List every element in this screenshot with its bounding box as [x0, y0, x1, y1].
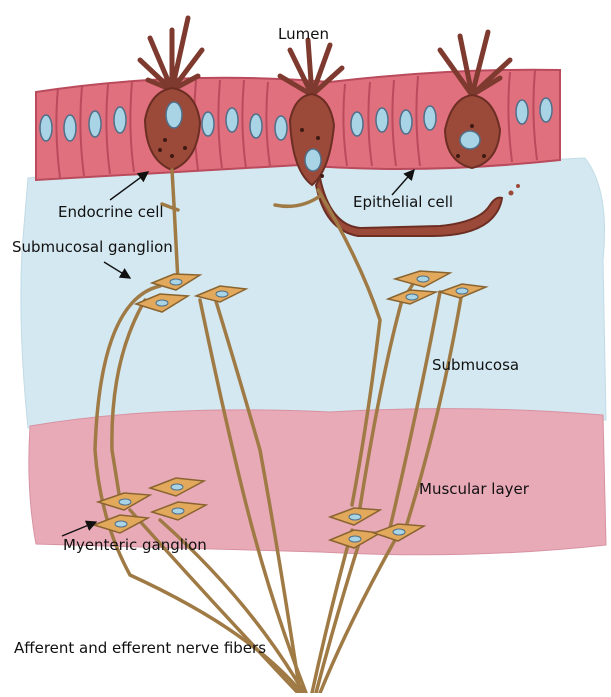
- epithelial-cell-label: Epithelial cell: [353, 195, 453, 210]
- submucosal-ganglion-label: Submucosal ganglion: [12, 240, 173, 255]
- nerve-fibers-label: Afferent and efferent nerve fibers: [14, 641, 266, 656]
- endocrine-cell-label: Endocrine cell: [58, 205, 164, 220]
- muscular-layer-label: Muscular layer: [419, 482, 529, 497]
- lumen-label: Lumen: [278, 27, 329, 42]
- myenteric-ganglion-label: Myenteric ganglion: [63, 538, 207, 553]
- submucosa-label: Submucosa: [432, 358, 519, 373]
